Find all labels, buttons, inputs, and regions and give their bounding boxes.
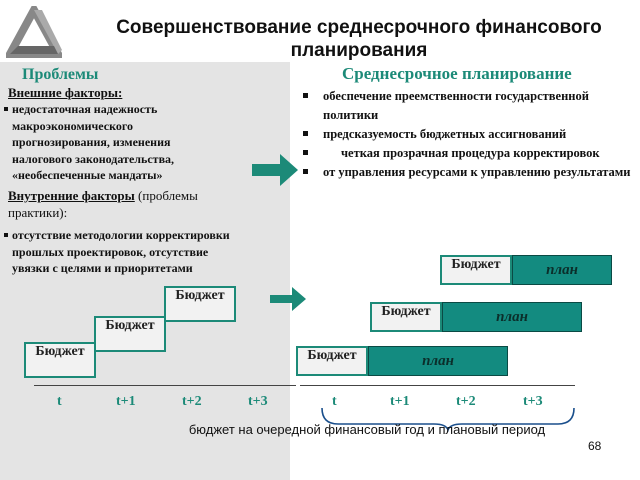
footer-caption: бюджет на очередной финансовый год и пла… [188, 422, 546, 437]
left-panel-background [0, 62, 290, 480]
plan-bar-t0: план [368, 346, 508, 376]
axis-label-t2: t+2 [182, 394, 202, 409]
list-item: обеспечение преемственности государствен… [303, 87, 633, 125]
axis-label-t3: t+3 [248, 394, 268, 409]
list-item: четкая прозрачная процедура корректирово… [303, 144, 633, 163]
plan-bar-t1: план [442, 302, 582, 332]
axis-label-t2: t+2 [456, 394, 476, 409]
axis-label-t1: t+1 [390, 394, 410, 409]
medium-term-planning-heading: Среднесрочное планирование [342, 64, 572, 83]
bracket-brace [321, 407, 575, 432]
axis-label-t1: t+1 [116, 394, 136, 409]
list-item: от управления ресурсами к управлению рез… [303, 163, 633, 182]
budget-box-t2: Бюджет [164, 286, 236, 322]
axis-label-t: t [57, 394, 62, 409]
left-timeline-axis [34, 385, 296, 386]
page-title: Совершенствование среднесрочного финансо… [116, 17, 602, 61]
plan-bar-t2: план [512, 255, 612, 285]
internal-factors-list: отсутствие методологии корректировки про… [4, 227, 244, 277]
budget-box-right-t0: Бюджет [296, 346, 368, 376]
external-factors-title: Внешние факторы: [8, 85, 123, 100]
arrow-right-icon [252, 154, 298, 186]
external-factors-list: недостаточная надежность макроэкономичес… [4, 101, 232, 184]
arrow-right-icon [270, 287, 306, 311]
penrose-triangle-logo [6, 6, 62, 58]
budget-box-right-t1: Бюджет [370, 302, 442, 332]
problems-heading: Проблемы [22, 66, 99, 83]
list-item: предсказуемость бюджетных ассигнований [303, 125, 633, 144]
budget-box-right-t2: Бюджет [440, 255, 512, 285]
axis-label-t: t [332, 394, 337, 409]
page-number: 68 [588, 439, 602, 453]
list-item: отсутствие методологии корректировки про… [4, 227, 244, 277]
planning-benefits-list: обеспечение преемственности государствен… [303, 87, 633, 182]
axis-label-t3: t+3 [523, 394, 543, 409]
internal-factors-title: Внутренние факторы (проблемы практики): [8, 188, 198, 220]
budget-box-t1: Бюджет [94, 316, 166, 352]
right-timeline-axis [300, 385, 575, 386]
list-item: недостаточная надежность макроэкономичес… [4, 101, 232, 184]
budget-box-t0: Бюджет [24, 342, 96, 378]
